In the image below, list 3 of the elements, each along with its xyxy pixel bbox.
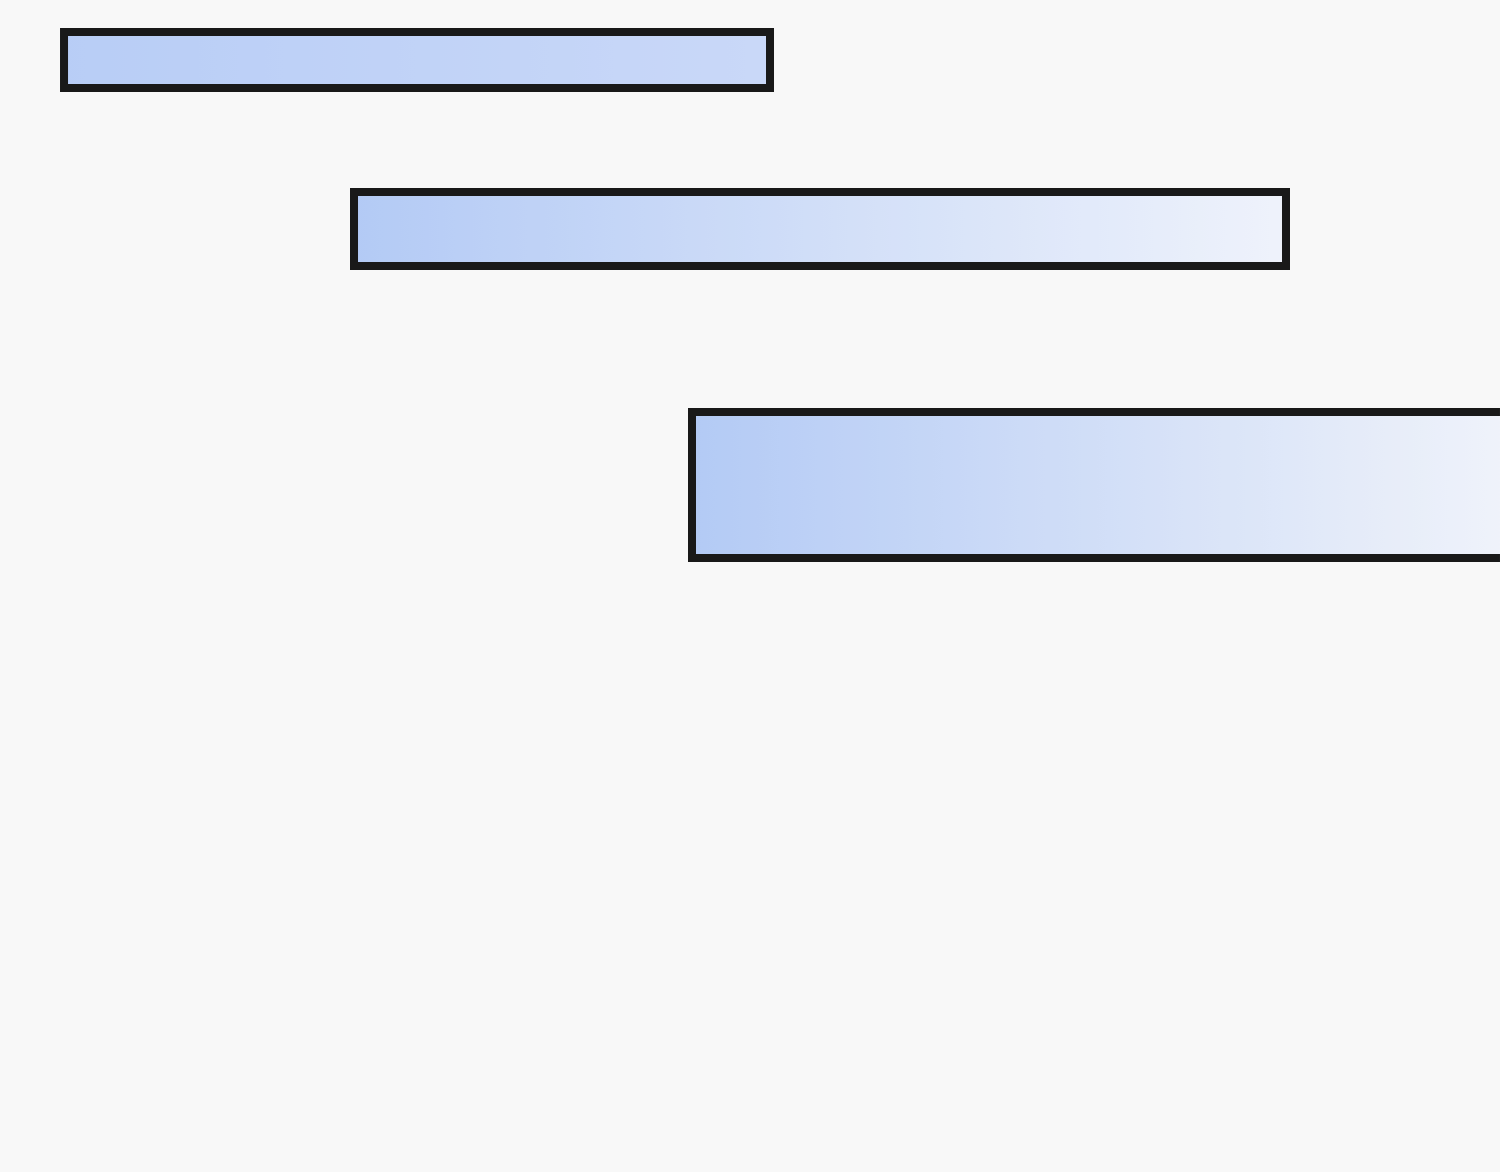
bar [60, 28, 774, 92]
bar [688, 408, 1500, 562]
bar [350, 188, 1290, 270]
